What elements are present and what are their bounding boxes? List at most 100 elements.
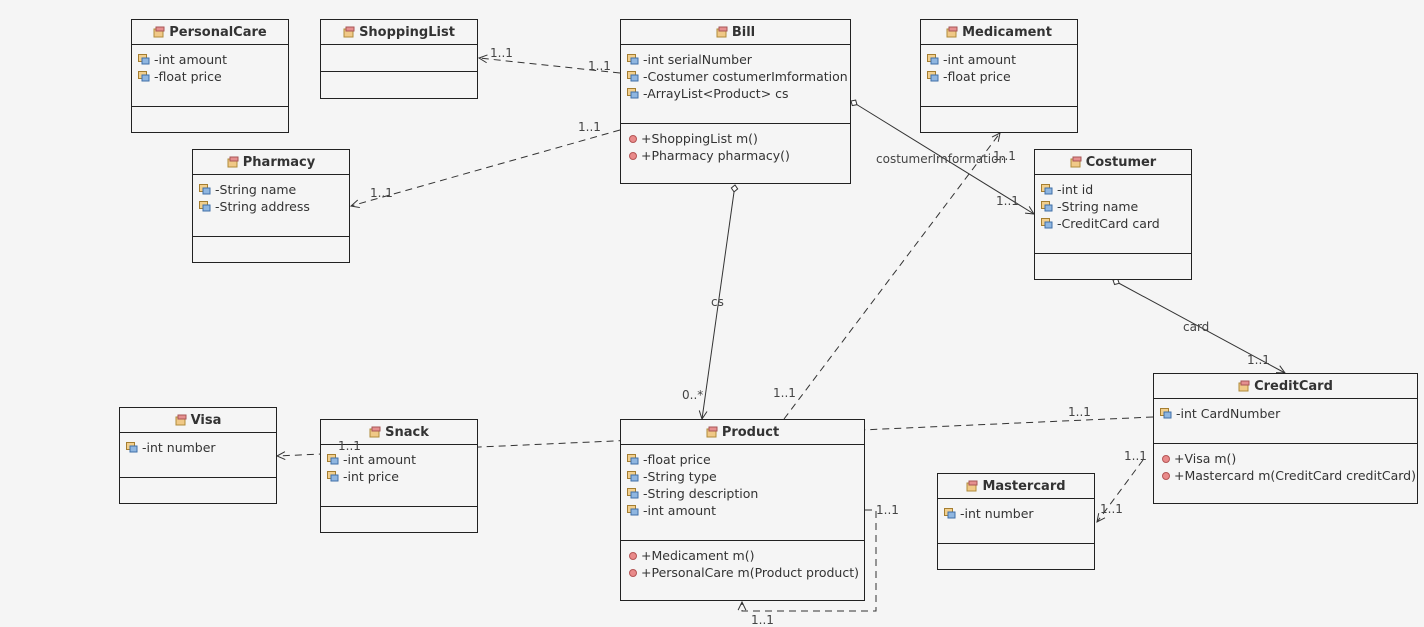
class-box-shoppinglist[interactable]: ShoppingList	[320, 19, 478, 99]
class-name: Snack	[385, 424, 429, 440]
class-name: Pharmacy	[242, 154, 316, 170]
attribute-row[interactable]: -String description	[627, 485, 864, 502]
operation-icon	[1162, 454, 1170, 463]
operation-compartment	[921, 107, 1077, 132]
operation-row[interactable]: +Medicament m()	[629, 547, 864, 564]
attribute-icon	[627, 88, 639, 99]
class-box-visa[interactable]: Visa -int number	[119, 407, 277, 504]
class-box-medicament[interactable]: Medicament -int amount-float price	[920, 19, 1078, 133]
attribute-row[interactable]: -int amount	[138, 51, 288, 68]
relationship-product-medicament[interactable]	[783, 132, 1001, 420]
operation-row[interactable]: +Visa m()	[1162, 450, 1417, 467]
attribute-icon	[944, 508, 956, 519]
attribute-row[interactable]: -int amount	[327, 451, 477, 468]
class-icon	[716, 26, 728, 38]
attribute-icon	[927, 54, 939, 65]
attribute-compartment: -int serialNumber-Costumer costumerImfor…	[621, 45, 850, 124]
attribute-row[interactable]: -String address	[199, 198, 349, 215]
attribute-row[interactable]: -int id	[1041, 181, 1191, 198]
attribute-compartment: -int CardNumber	[1154, 399, 1417, 444]
attribute-row[interactable]: -int CardNumber	[1160, 405, 1417, 422]
operation-compartment	[132, 107, 288, 132]
operation-icon	[629, 568, 637, 577]
class-header: Medicament	[921, 20, 1077, 45]
class-icon	[946, 26, 958, 38]
operation-label: +Mastercard m(CreditCard creditCard)	[1174, 468, 1416, 483]
attribute-label: -String name	[1057, 199, 1139, 214]
attribute-label: -float price	[943, 69, 1011, 84]
operation-row[interactable]: +ShoppingList m()	[629, 130, 850, 147]
relationship-costumer-creditcard[interactable]	[1112, 278, 1287, 374]
attribute-icon	[199, 201, 211, 212]
operation-icon	[1162, 471, 1170, 480]
attribute-icon	[1041, 184, 1053, 195]
attribute-row[interactable]: -int amount	[927, 51, 1077, 68]
class-box-pharmacy[interactable]: Pharmacy -String name-String address	[192, 149, 350, 263]
relationship-bill-pharmacy[interactable]	[349, 129, 621, 209]
dependency-line[interactable]	[350, 129, 621, 207]
attribute-row[interactable]: -int serialNumber	[627, 51, 850, 68]
attribute-row[interactable]: -int price	[327, 468, 477, 485]
class-box-product[interactable]: Product-float price-String type-String d…	[620, 419, 865, 601]
relationship-bill-product[interactable]	[698, 184, 739, 421]
aggregation-line[interactable]	[1112, 279, 1286, 374]
attribute-row[interactable]: -Costumer costumerImformation	[627, 68, 850, 85]
class-header: Pharmacy	[193, 150, 349, 175]
aggregation-diamond-icon	[850, 99, 858, 107]
class-name: Bill	[731, 24, 756, 40]
class-icon	[175, 414, 187, 426]
class-icon	[1070, 156, 1082, 168]
operation-compartment	[321, 507, 477, 532]
attribute-row[interactable]: -String name	[199, 181, 349, 198]
attribute-row[interactable]: -float price	[627, 451, 864, 468]
class-icon	[343, 26, 355, 38]
arrowhead-icon	[275, 451, 286, 461]
aggregation-line[interactable]	[701, 184, 736, 420]
class-header: Visa	[120, 408, 276, 433]
attribute-row[interactable]: -CreditCard card	[1041, 215, 1191, 232]
class-box-creditcard[interactable]: CreditCard-int CardNumber+Visa m()+Maste…	[1153, 373, 1418, 504]
operation-row[interactable]: +Mastercard m(CreditCard creditCard)	[1162, 467, 1417, 484]
class-box-snack[interactable]: Snack -int amount-int price	[320, 419, 478, 533]
arrowhead-icon	[349, 199, 360, 209]
dependency-line[interactable]	[478, 57, 621, 74]
attribute-icon	[126, 442, 138, 453]
attribute-row[interactable]: -String type	[627, 468, 864, 485]
class-name: Costumer	[1085, 154, 1157, 170]
class-name: Visa	[190, 412, 222, 428]
attribute-compartment: -int amount-float price	[132, 45, 288, 107]
class-box-bill[interactable]: Bill -int serialNumber-Costumer costumerI…	[620, 19, 851, 184]
attribute-row[interactable]: -int number	[944, 505, 1094, 522]
dependency-line[interactable]	[1096, 459, 1144, 523]
dependency-line[interactable]	[741, 509, 877, 612]
operation-row[interactable]: +PersonalCare m(Product product)	[629, 564, 864, 581]
arrowhead-icon	[737, 600, 747, 611]
class-name: Mastercard	[982, 478, 1066, 494]
class-box-personalcare[interactable]: PersonalCare-int amount-float price	[131, 19, 289, 133]
class-box-mastercard[interactable]: Mastercard -int number	[937, 473, 1095, 570]
attribute-label: -String name	[215, 182, 297, 197]
attribute-row[interactable]: -int amount	[627, 502, 864, 519]
attribute-row[interactable]: -ArrayList<Product> cs	[627, 85, 850, 102]
operation-label: +Medicament m()	[641, 548, 755, 563]
attribute-label: -String type	[643, 469, 717, 484]
operation-row[interactable]: +Pharmacy pharmacy()	[629, 147, 850, 164]
attribute-row[interactable]: -String name	[1041, 198, 1191, 215]
aggregation-line[interactable]	[850, 100, 1035, 215]
relationship-product-self[interactable]	[737, 509, 877, 612]
attribute-row[interactable]: -int number	[126, 439, 276, 456]
operation-compartment	[1035, 254, 1191, 279]
attribute-icon	[1160, 408, 1172, 419]
relationship-bill-shoppinglist[interactable]	[477, 54, 621, 74]
attribute-row[interactable]: -float price	[138, 68, 288, 85]
attribute-icon	[1041, 201, 1053, 212]
attribute-icon	[627, 54, 639, 65]
attribute-compartment: -float price-String type-String descript…	[621, 445, 864, 541]
operation-icon	[629, 551, 637, 560]
attribute-compartment: -int number	[120, 433, 276, 478]
class-box-costumer[interactable]: Costumer -int id-String name-CreditCard c…	[1034, 149, 1192, 280]
attribute-row[interactable]: -float price	[927, 68, 1077, 85]
relationship-creditcard-mastercard[interactable]	[1096, 459, 1144, 523]
operation-icon	[629, 134, 637, 143]
